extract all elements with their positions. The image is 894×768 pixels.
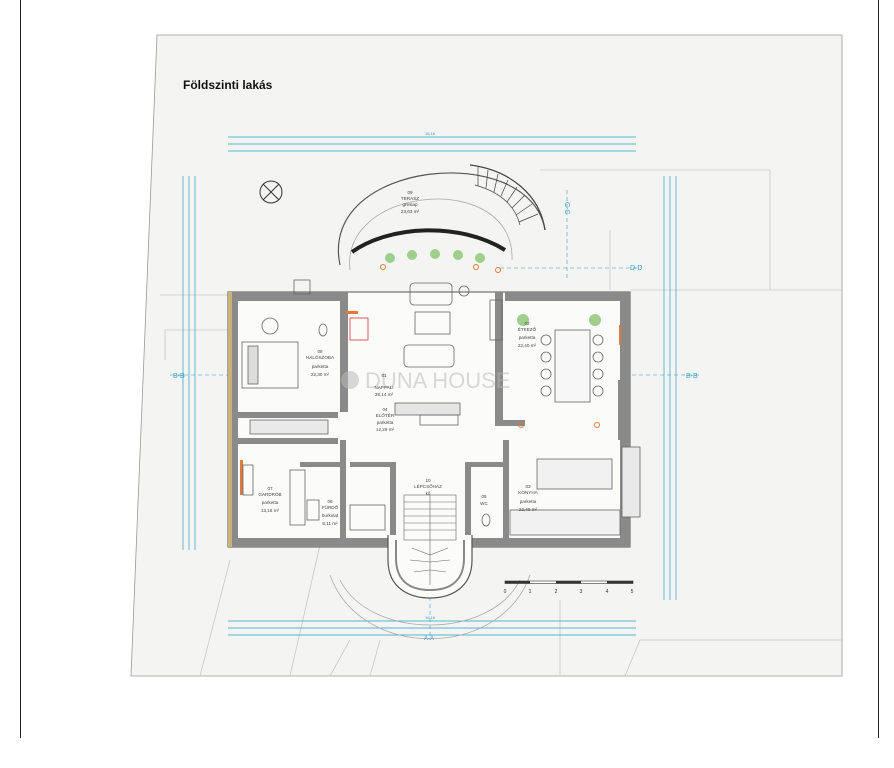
room-label-konyha: 03 KONYHA parketta 22,49 m²: [518, 484, 538, 512]
room-label-wc: 05 WC: [480, 494, 488, 506]
page-title: Földszinti lakás: [183, 78, 273, 92]
svg-text:parketta: parketta: [520, 499, 537, 504]
svg-text:TERASZ: TERASZ: [401, 196, 419, 201]
svg-text:HÁLÓSZOBA: HÁLÓSZOBA: [306, 354, 335, 360]
north-circle-icon: [259, 180, 283, 204]
svg-text:13,18 m²: 13,18 m²: [261, 508, 280, 513]
light-markers: [380, 264, 600, 428]
svg-text:0: 0: [504, 589, 507, 595]
dimension-lines: [182, 136, 677, 636]
svg-text:23,63 m²: 23,63 m²: [401, 209, 420, 214]
svg-text:07: 07: [267, 486, 273, 491]
svg-text:3: 3: [580, 589, 583, 595]
site-lines: [160, 169, 842, 677]
svg-text:22,40 m²: 22,40 m²: [518, 343, 537, 348]
svg-text:parketta: parketta: [519, 335, 536, 340]
section-cc: C-C: [563, 202, 570, 214]
left-border-line: [20, 0, 21, 738]
svg-text:02: 02: [524, 321, 530, 326]
svg-text:DUNA HOUSE: DUNA HOUSE: [365, 368, 510, 393]
svg-text:burkolat: burkolat: [322, 513, 339, 518]
svg-text:parketta: parketta: [262, 500, 279, 505]
svg-text:WC: WC: [480, 501, 488, 506]
svg-text:12,29 m²: 12,29 m²: [376, 427, 395, 432]
svg-text:8,11 m²: 8,11 m²: [322, 521, 338, 526]
svg-text:4: 4: [606, 589, 609, 595]
section-bb-left: B-B: [173, 373, 185, 380]
svg-text:22,49 m²: 22,49 m²: [519, 507, 538, 512]
door-markers: [240, 311, 621, 495]
svg-text:FÜRDŐ: FÜRDŐ: [322, 504, 339, 510]
room-label-furdo: 06 FÜRDŐ burkolat 8,11 m²: [322, 499, 339, 526]
watermark-logo: DUNA HOUSE: [341, 368, 510, 393]
svg-text:NAPPALI: NAPPALI: [374, 385, 393, 390]
scale-bar: 0 1 2 3 4 5: [504, 580, 634, 595]
svg-text:08: 08: [317, 349, 323, 354]
section-dd: D-D: [630, 265, 642, 272]
svg-text:38,14 m²: 38,14 m²: [375, 392, 394, 397]
furniture: [241, 279, 641, 536]
svg-text:09: 09: [407, 190, 413, 195]
svg-text:ÉTKEZŐ: ÉTKEZŐ: [518, 326, 537, 332]
svg-text:greslap: greslap: [402, 202, 418, 207]
dim-bottom-text: 16,16: [425, 615, 436, 620]
svg-text:06: 06: [327, 499, 333, 504]
room-label-nappali: 01 NAPPALI 38,14 m²: [374, 373, 393, 397]
section-bb-right: B-B: [686, 373, 698, 380]
dim-top-text: 16,16: [425, 131, 436, 136]
plants: [385, 249, 601, 326]
room-label-terasz: 09 TERASZ greslap 23,63 m²: [401, 190, 420, 214]
svg-text:05: 05: [481, 494, 487, 499]
room-label-eloter: 04 ELŐTÉR parketta 12,29 m²: [376, 407, 395, 432]
room-label-lepcsohaz: 10 LÉPCSŐHÁZ kő: [414, 478, 442, 496]
svg-text:03: 03: [525, 484, 531, 489]
svg-text:parketta: parketta: [312, 364, 329, 369]
right-border-line: [878, 0, 879, 738]
svg-text:KONYHA: KONYHA: [518, 490, 538, 495]
terrace-railing: [350, 228, 507, 254]
room-label-gardrob: 07 GARDRÓB parketta 13,18 m²: [258, 486, 281, 513]
svg-text:04: 04: [382, 407, 388, 412]
room-label-haloszoba: 08 HÁLÓSZOBA parketta 22,30 m²: [306, 349, 335, 377]
svg-text:2: 2: [555, 589, 558, 595]
svg-text:parketta: parketta: [377, 420, 394, 425]
room-label-etkezo: 02 ÉTKEZŐ parketta 22,40 m²: [518, 321, 537, 348]
svg-text:ELŐTÉR: ELŐTÉR: [376, 412, 395, 418]
svg-text:LÉPCSŐHÁZ: LÉPCSŐHÁZ: [414, 483, 442, 489]
terrace-stair: [469, 164, 546, 231]
svg-text:kő: kő: [426, 491, 431, 496]
svg-text:5: 5: [631, 589, 634, 595]
stair-steps: [403, 494, 457, 585]
svg-text:10: 10: [425, 478, 431, 483]
svg-text:01: 01: [381, 373, 387, 378]
interior-walls: [238, 292, 630, 538]
svg-text:22,30 m²: 22,30 m²: [311, 372, 330, 377]
room-labels: 09 TERASZ greslap 23,63 m² 08 HÁLÓSZOBA …: [258, 190, 538, 526]
terrace-arc: [337, 172, 546, 266]
svg-text:1: 1: [529, 589, 532, 595]
svg-text:GARDRÓB: GARDRÓB: [258, 491, 281, 497]
